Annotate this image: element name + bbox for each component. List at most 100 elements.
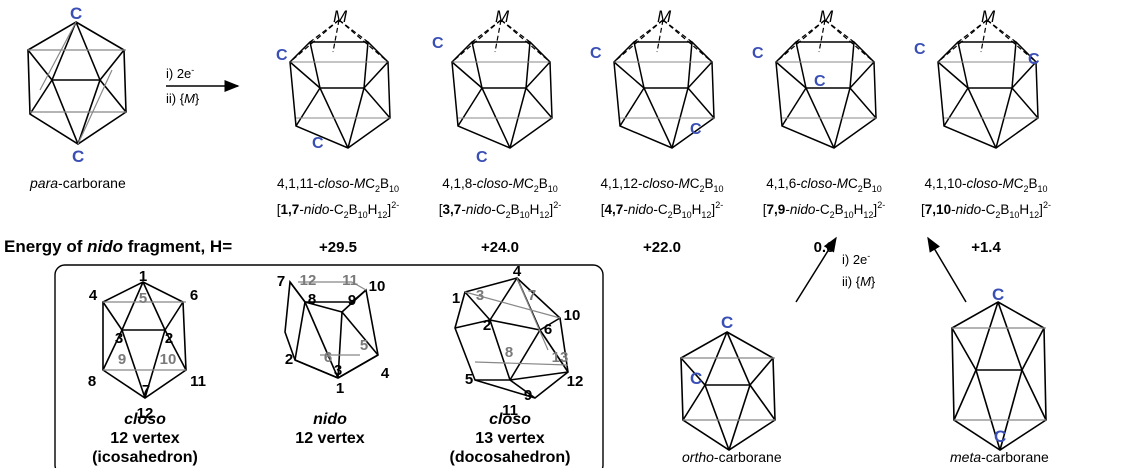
product-3-closo-formula: 4,1,12-closo-MC2B10 — [600, 176, 723, 194]
nido12-nums-vertex-2: 2 — [285, 351, 293, 368]
closo13-nums-vertex-5: 5 — [465, 371, 473, 388]
product-2-nido-formula: [3,7-nido-C2B10H12]2- — [439, 200, 561, 220]
product-3-energy-value: +22.0 — [643, 239, 681, 256]
closo12-nums-vertex-11: 11 — [190, 373, 206, 390]
meta-to-product-arrow — [927, 236, 967, 303]
closo13-nums-vertex-9: 9 — [524, 387, 532, 404]
product-2: M C C 4,1,8-closo-MC2B10 [3,7-nido-C2B10H12]… — [432, 7, 561, 256]
closo12-line2: 12 vertex — [110, 430, 179, 447]
product-1-carbon-1-label: C — [276, 47, 288, 64]
nido12-nums-vertex-5: 5 — [360, 337, 368, 354]
product-5-carbon-2-label: C — [1028, 51, 1040, 68]
product-5-metal-label: M — [981, 7, 996, 26]
product-1-closo-formula: 4,1,11-closo-MC2B10 — [277, 176, 399, 194]
product-4-closo-formula: 4,1,6-closo-MC2B10 — [766, 176, 882, 194]
nido12-nums-vertex-7: 7 — [277, 273, 285, 290]
closo13-nums-vertex-13: 13 — [552, 349, 569, 366]
product-5-energy-value: +1.4 — [971, 239, 1001, 256]
closo12-nums-vertex-3: 3 — [115, 330, 123, 347]
product-1-metal-label: M — [333, 7, 348, 26]
closo12-nums-vertex-12: 12 — [137, 405, 154, 422]
product-3-nido-formula: [4,7-nido-C2B10H12]2- — [601, 200, 723, 220]
ortho-to-product-arrow — [795, 236, 837, 303]
closo13-nums-vertex-10: 10 — [564, 307, 581, 324]
product-5-nido-formula: [7,10-nido-C2B10H12]2- — [921, 200, 1051, 220]
nido-12-vertex-structure — [284, 279, 379, 379]
nido12-line2: 12 vertex — [295, 430, 364, 447]
meta-carborane-structure — [951, 301, 1047, 451]
product-1-energy-value: +29.5 — [319, 239, 357, 256]
product-3-structure — [613, 19, 715, 149]
nido12-nums-vertex-4: 4 — [381, 365, 390, 382]
product-4-carbon-2-label: C — [814, 73, 826, 90]
para-carborane-structure — [27, 21, 127, 145]
product-1-nido-formula: [1,7-nido-C2B10H12]2- — [277, 200, 399, 220]
closo-13-vertex-structure — [454, 277, 569, 399]
closo12-line3: (icosahedron) — [92, 449, 198, 466]
nido12-nums-vertex-11: 11 — [342, 272, 358, 289]
closo12-nums-vertex-2: 2 — [165, 330, 173, 347]
product-2-carbon-2-label: C — [476, 149, 488, 166]
product-1-carbon-2-label: C — [312, 135, 324, 152]
ortho-carbon-2-label: C — [690, 369, 702, 388]
product-2-carbon-1-label: C — [432, 35, 444, 52]
ortho-carbon-1-label: C — [721, 313, 733, 332]
product-5-structure — [937, 19, 1039, 149]
nido12-nums-vertex-1: 1 — [336, 380, 344, 397]
nido12-nums-vertex-12: 12 — [300, 272, 317, 289]
nido12-nums-vertex-3: 3 — [334, 362, 342, 379]
product-3-carbon-1-label: C — [590, 45, 602, 62]
bottom-arrow-step1: i) 2e- — [842, 251, 870, 267]
closo13-line3: (docosahedron) — [450, 449, 571, 466]
closo12-nums-vertex-8: 8 — [88, 373, 96, 390]
product-4-nido-formula: [7,9-nido-C2B10H12]2- — [763, 200, 885, 220]
closo12-nums-vertex-10: 10 — [160, 351, 177, 368]
product-1: M C C 4,1,11-closo-MC2B10 [1,7-nido-C2B10H12… — [276, 7, 399, 256]
product-2-closo-formula: 4,1,8-closo-MC2B10 — [442, 176, 558, 194]
nido12-nums-vertex-10: 10 — [369, 278, 386, 295]
closo13-nums-vertex-1: 1 — [452, 290, 460, 307]
bottom-arrow-step2: ii) {M} — [842, 274, 876, 289]
product-4-carbon-1-label: C — [752, 45, 764, 62]
numbering-scheme-box — [54, 264, 604, 468]
meta-carborane-name: meta-carborane — [950, 449, 1049, 465]
para-carborane-name: para-carborane — [29, 175, 126, 191]
closo12-nums-vertex-4: 4 — [89, 287, 98, 304]
product-4-energy-value: 0.0 — [814, 239, 835, 256]
nido12-nums-vertex-9: 9 — [348, 292, 356, 309]
closo13-line2: 13 vertex — [475, 430, 544, 447]
closo12-nums-vertex-7: 7 — [142, 382, 150, 399]
meta-carbon-2-label: C — [994, 427, 1006, 446]
closo12-nums-vertex-9: 9 — [118, 351, 126, 368]
product-3: M C C 4,1,12-closo-MC2B10 [4,7-nido-C2B10H12… — [590, 7, 724, 256]
energy-label: Energy of nido fragment, H= — [4, 237, 232, 256]
closo13-nums-vertex-11: 11 — [502, 402, 518, 419]
product-4-metal-label: M — [819, 7, 834, 26]
product-2-metal-label: M — [495, 7, 510, 26]
nido12-nums-vertex-6: 6 — [324, 349, 332, 366]
closo12-nums-vertex-6: 6 — [190, 287, 198, 304]
closo13-nums-vertex-4: 4 — [513, 263, 522, 280]
top-arrow-step1: i) 2e- — [166, 65, 194, 81]
para-carbon-top-label: C — [70, 4, 82, 23]
product-2-energy-value: +24.0 — [481, 239, 519, 256]
product-3-carbon-2-label: C — [690, 121, 702, 138]
closo13-nums-vertex-2: 2 — [483, 317, 491, 334]
product-4-structure — [775, 19, 877, 149]
top-arrow-step2: ii) {M} — [166, 91, 200, 106]
closo13-nums-vertex-12: 12 — [567, 373, 584, 390]
para-carbon-bottom-label: C — [72, 147, 84, 166]
closo12-nums-vertex-5: 5 — [139, 290, 147, 307]
product-5: MCC4,1,10-closo-MC2B10[7,10-nido-C2B10H1… — [914, 7, 1051, 256]
nido12-title: nido — [313, 411, 347, 428]
product-3-metal-label: M — [657, 7, 672, 26]
product-5-closo-formula: 4,1,10-closo-MC2B10 — [924, 176, 1047, 194]
ortho-carborane-name: ortho-carborane — [682, 449, 782, 465]
meta-carbon-1-label: C — [992, 285, 1004, 304]
closo13-title: closo — [489, 411, 531, 428]
closo13-nums-vertex-6: 6 — [544, 321, 552, 338]
closo13-nums-vertex-7: 7 — [528, 287, 536, 304]
closo-12-vertex-structure — [102, 281, 187, 399]
closo12-title: closo — [124, 411, 166, 428]
product-1-structure — [289, 19, 391, 149]
